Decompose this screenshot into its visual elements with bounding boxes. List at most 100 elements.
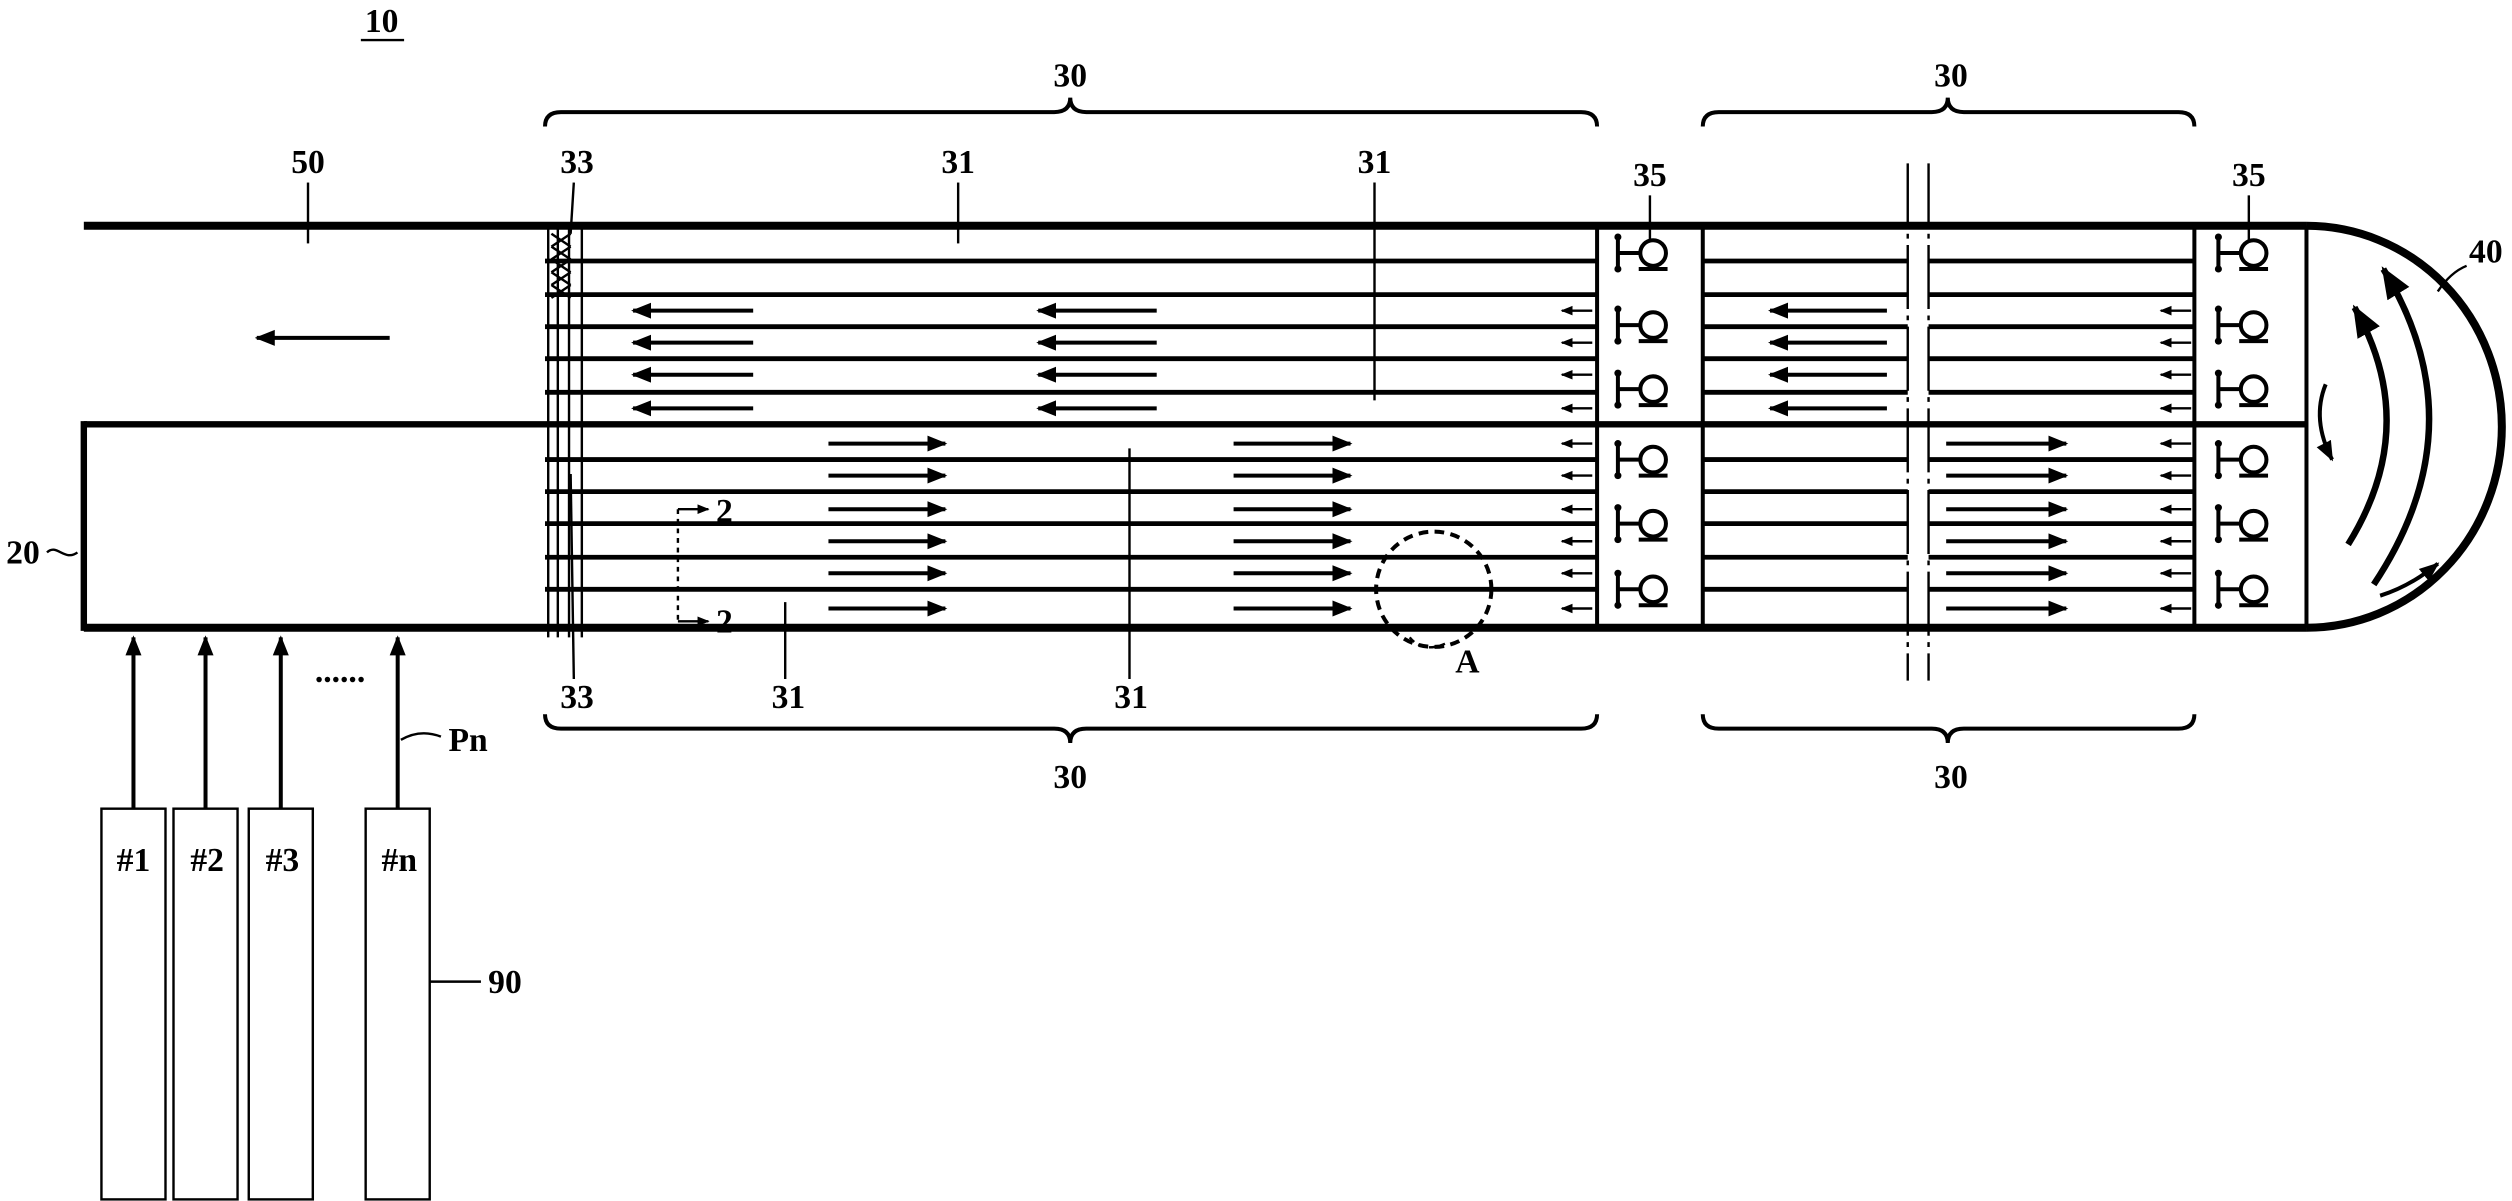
detail-circle-tail [1408, 636, 1446, 649]
pump-icon [1614, 504, 1668, 544]
label-35-right: 35 [2232, 157, 2266, 194]
leader-20 [46, 548, 79, 557]
pump-dot [2214, 265, 2222, 273]
pump-body [1638, 574, 1668, 605]
pump-dot [2214, 440, 2222, 448]
pump-dot [2214, 401, 2222, 409]
label-30-bottom-left: 30 [1053, 759, 1087, 796]
pump-body [2238, 374, 2269, 404]
pump-dot [2214, 601, 2222, 609]
pump-icon [2214, 440, 2269, 480]
pump-body [1638, 508, 1668, 539]
cap-flow-arrow-middle [2345, 304, 2390, 547]
pump-icon [1614, 369, 1668, 409]
label-33-bottom: 33 [560, 679, 594, 716]
pump-dot [2214, 472, 2222, 480]
pump-dot [1614, 504, 1622, 512]
label-20: 20 [6, 535, 40, 572]
pump-dot [2214, 305, 2222, 313]
leader-40 [2436, 264, 2468, 293]
figure-number: 10 [365, 3, 399, 40]
brace-bottom-left [543, 714, 1600, 744]
label-90: 90 [488, 964, 522, 1001]
hatch-line [550, 271, 572, 287]
pump-group [1614, 233, 2269, 609]
label-31-top-2: 31 [1358, 144, 1392, 181]
label-30-top-left: 30 [1053, 57, 1087, 94]
pump-dot [2214, 504, 2222, 512]
pump-body [2238, 574, 2269, 605]
source-box-2 [172, 807, 239, 1201]
pump-icon [1614, 233, 1668, 273]
pump-dot [1614, 569, 1622, 577]
label-40: 40 [2469, 234, 2503, 271]
pump-body [2238, 310, 2269, 340]
pump-body [2238, 508, 2269, 539]
source-label-n: #n [382, 842, 418, 879]
pump-dot [1614, 601, 1622, 609]
hatch-line [550, 232, 572, 248]
brace-top-right [1700, 97, 2197, 127]
pump-dot [1614, 369, 1622, 377]
cap-flow-arrow-inner [2316, 383, 2334, 462]
hatch-line [550, 245, 572, 261]
detail-circle [1374, 529, 1494, 649]
return-cap-wall [2306, 221, 2506, 632]
header-hatch [550, 232, 572, 299]
pump-dot [2214, 233, 2222, 241]
pump-dot [1614, 233, 1622, 241]
pump-dot [1614, 401, 1622, 409]
label-31-bottom-2: 31 [1114, 679, 1148, 716]
pump-body [1638, 444, 1668, 475]
label-50: 50 [291, 144, 325, 181]
source-box-1 [100, 807, 167, 1201]
label-30-top-right: 30 [1934, 57, 1968, 94]
pump-dot [2214, 536, 2222, 544]
label-section-2-top: 2 [716, 493, 733, 530]
pump-dot [1614, 536, 1622, 544]
pump-body [1638, 374, 1668, 404]
label-pn: Pn [449, 722, 489, 759]
brace-bottom-right [1700, 714, 2197, 744]
flow-arrow-group [631, 302, 2192, 617]
source-label-2: #2 [190, 842, 224, 879]
tube-group [545, 258, 2195, 592]
pump-dot [1614, 305, 1622, 313]
label-31-bottom-1: 31 [772, 679, 806, 716]
pump-icon [2214, 233, 2269, 273]
label-35-left: 35 [1633, 157, 1667, 194]
label-section-2-bottom: 2 [716, 604, 733, 641]
label-30-bottom-right: 30 [1934, 759, 1968, 796]
leader-33-top [569, 182, 576, 234]
label-33-top: 33 [560, 144, 594, 181]
pump-body [1638, 310, 1668, 340]
cap-flow-arrow-bottom [2379, 562, 2440, 598]
cap-flow-arrow-outer [2371, 266, 2433, 587]
source-label-1: #1 [117, 842, 151, 879]
brace-top-left [543, 97, 1600, 127]
source-box-3 [247, 807, 315, 1201]
ellipsis: ...... [315, 653, 365, 690]
leader-pn [400, 732, 442, 741]
pump-dot [1614, 265, 1622, 273]
leader-33-bottom [569, 473, 576, 679]
pump-icon [2214, 369, 2269, 409]
pump-dot [2214, 569, 2222, 577]
pump-icon [2214, 504, 2269, 544]
source-box-n [364, 807, 431, 1201]
pump-body [2238, 238, 2269, 268]
pump-icon [2214, 569, 2269, 609]
pump-icon [1614, 569, 1668, 609]
source-label-3: #3 [266, 842, 300, 879]
pump-dot [2214, 337, 2222, 345]
pump-icon [1614, 305, 1668, 345]
label-detail-a: A [1455, 644, 1480, 681]
label-31-top-1: 31 [941, 144, 975, 181]
pump-dot [1614, 472, 1622, 480]
pump-dot [1614, 337, 1622, 345]
pump-icon [2214, 305, 2269, 345]
pump-body [1638, 238, 1668, 268]
pump-icon [1614, 440, 1668, 480]
pump-body [2238, 444, 2269, 475]
